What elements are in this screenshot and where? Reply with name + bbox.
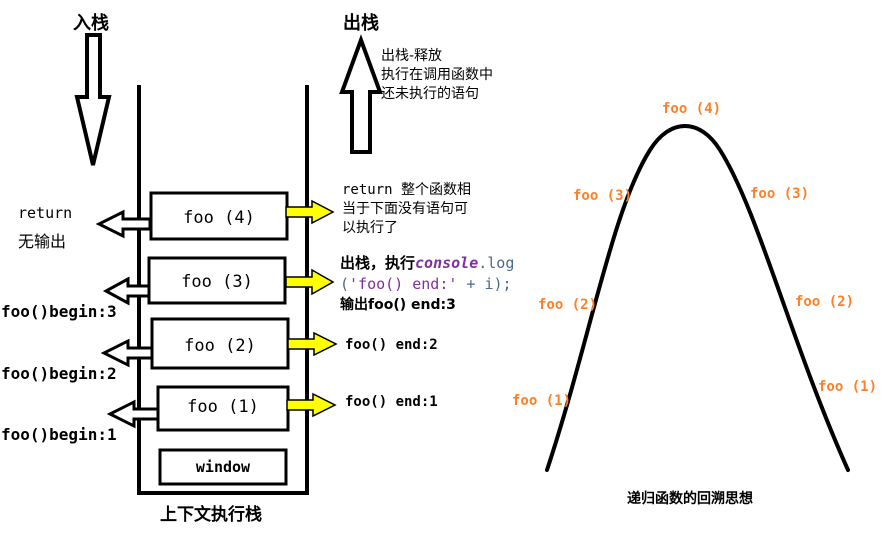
curve-right-label-1: foo (1) xyxy=(818,379,878,395)
pop-arrow xyxy=(339,34,383,154)
pop-exec-note: 出栈，执行console.log ('foo() end:' + i); 输出f… xyxy=(340,253,514,316)
code-string: 'foo() end:' xyxy=(349,275,458,293)
left-arrow-foo4 xyxy=(95,209,152,239)
frame-box-foo3 xyxy=(147,256,287,305)
return-note-line-2: 当于下面没有语句可 xyxy=(342,201,468,217)
pop-label: 出栈 xyxy=(343,13,379,34)
yellow-arrow-foo3 xyxy=(285,268,335,296)
no-output-label: 无输出 xyxy=(18,232,67,251)
return-label: return xyxy=(18,204,73,222)
yellow-arrow-foo4 xyxy=(285,199,335,225)
begin-1-label: foo()begin:1 xyxy=(1,425,117,444)
yellow-arrow-foo1 xyxy=(286,392,337,418)
pop-exec-line-1: 出栈，执行console.log xyxy=(340,253,514,274)
return-note-line-1: return 整个函数相 xyxy=(342,182,472,198)
push-label: 入栈 xyxy=(73,13,109,34)
code-open-paren: ( xyxy=(340,275,350,293)
frame-label-window: window xyxy=(195,458,251,476)
begin-3-label: foo()begin:3 xyxy=(1,302,117,321)
curve-peak-label: foo (4) xyxy=(662,101,722,117)
pop-exec-prefix: 出栈，执行 xyxy=(340,254,416,272)
frame-box-foo4 xyxy=(149,191,289,241)
frame-label-foo4: foo (4) xyxy=(183,208,255,228)
frame-label-foo2: foo (2) xyxy=(184,336,256,356)
curve-left-label-2: foo (2) xyxy=(538,297,598,313)
return-note-line-3: 以执行了 xyxy=(342,220,398,236)
frame-label-foo3: foo (3) xyxy=(181,272,253,292)
console-keyword: console xyxy=(415,254,479,272)
begin-2-label: foo()begin:2 xyxy=(1,364,117,383)
log-keyword: log xyxy=(487,254,515,272)
pop-note-line-3: 还未执行的语句 xyxy=(381,86,479,102)
frame-label-foo1: foo (1) xyxy=(187,397,259,417)
code-dot: . xyxy=(478,254,488,272)
pop-note-line-2: 执行在调用函数中 xyxy=(381,67,493,83)
output-end-2: foo() end:2 xyxy=(345,337,438,353)
pop-note: 出栈-释放 执行在调用函数中 还未执行的语句 xyxy=(381,47,493,104)
yellow-arrow-foo2 xyxy=(287,331,338,357)
pop-exec-line-2: ('foo() end:' + i); xyxy=(340,274,514,295)
return-note: return 整个函数相 当于下面没有语句可 以执行了 xyxy=(342,181,471,238)
push-arrow xyxy=(74,33,112,166)
recursion-caption: 递归函数的回溯思想 xyxy=(627,491,753,507)
left-arrow-foo2 xyxy=(100,338,154,368)
stack-caption: 上下文执行栈 xyxy=(160,505,262,525)
left-arrow-foo1 xyxy=(106,399,160,429)
code-rest: + i); xyxy=(457,275,512,293)
frame-box-window xyxy=(158,448,288,486)
output-end-1: foo() end:1 xyxy=(345,394,438,410)
curve-right-label-2: foo (2) xyxy=(795,294,855,310)
curve-left-label-1: foo (1) xyxy=(512,393,572,409)
output-end-3: 输出foo() end:3 xyxy=(340,297,456,313)
frame-box-foo1 xyxy=(156,385,290,432)
curve-left-label-3: foo (3) xyxy=(573,188,633,204)
recursion-curve xyxy=(545,124,850,472)
left-arrow-foo3 xyxy=(102,276,151,306)
pop-note-line-1: 出栈-释放 xyxy=(381,48,443,64)
curve-right-label-3: foo (3) xyxy=(750,186,810,202)
